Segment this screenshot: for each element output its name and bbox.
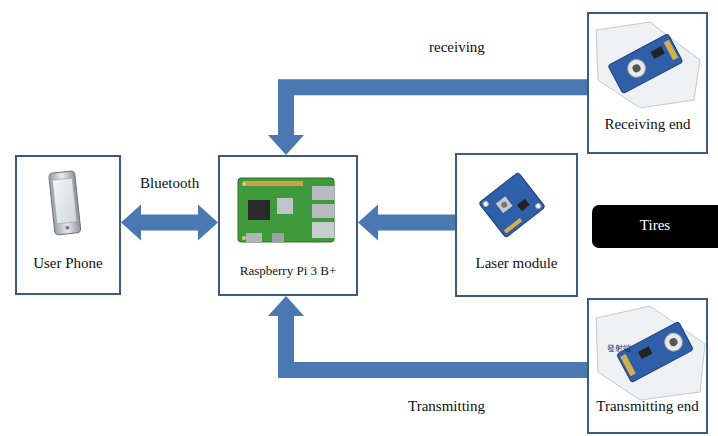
block-arrow [268,296,587,370]
arrow-label: Bluetooth [138,175,201,192]
picture-caption: 發射端 [607,343,631,354]
node-label: User Phone [17,255,119,272]
node-label: Raspberry Pi 3 B+ [220,263,356,279]
phone-picture [49,171,81,235]
block-arrow [121,205,218,241]
node-label: Receiving end [589,116,706,133]
transmitter-picture [596,306,705,400]
block-arrow [268,87,587,155]
sensor-box: Transmitting end [587,298,708,434]
device-box: User Phone [15,155,121,295]
sensor-box: Laser module [455,153,578,297]
node-label: Laser module [457,255,576,272]
controller-box: Raspberry Pi 3 B+ [218,155,358,296]
sensor-box: Receiving end [587,12,708,154]
arrow-label: Transmitting [406,398,487,415]
board-picture [238,178,334,242]
tire-band: Tires [592,205,718,248]
arrow-label: receiving [427,39,487,56]
block-arrow [358,205,455,241]
node-label: Tires [592,217,718,234]
node-label: Transmitting end [589,398,706,415]
receiver-picture [596,22,700,108]
laser-module-picture [479,172,545,237]
